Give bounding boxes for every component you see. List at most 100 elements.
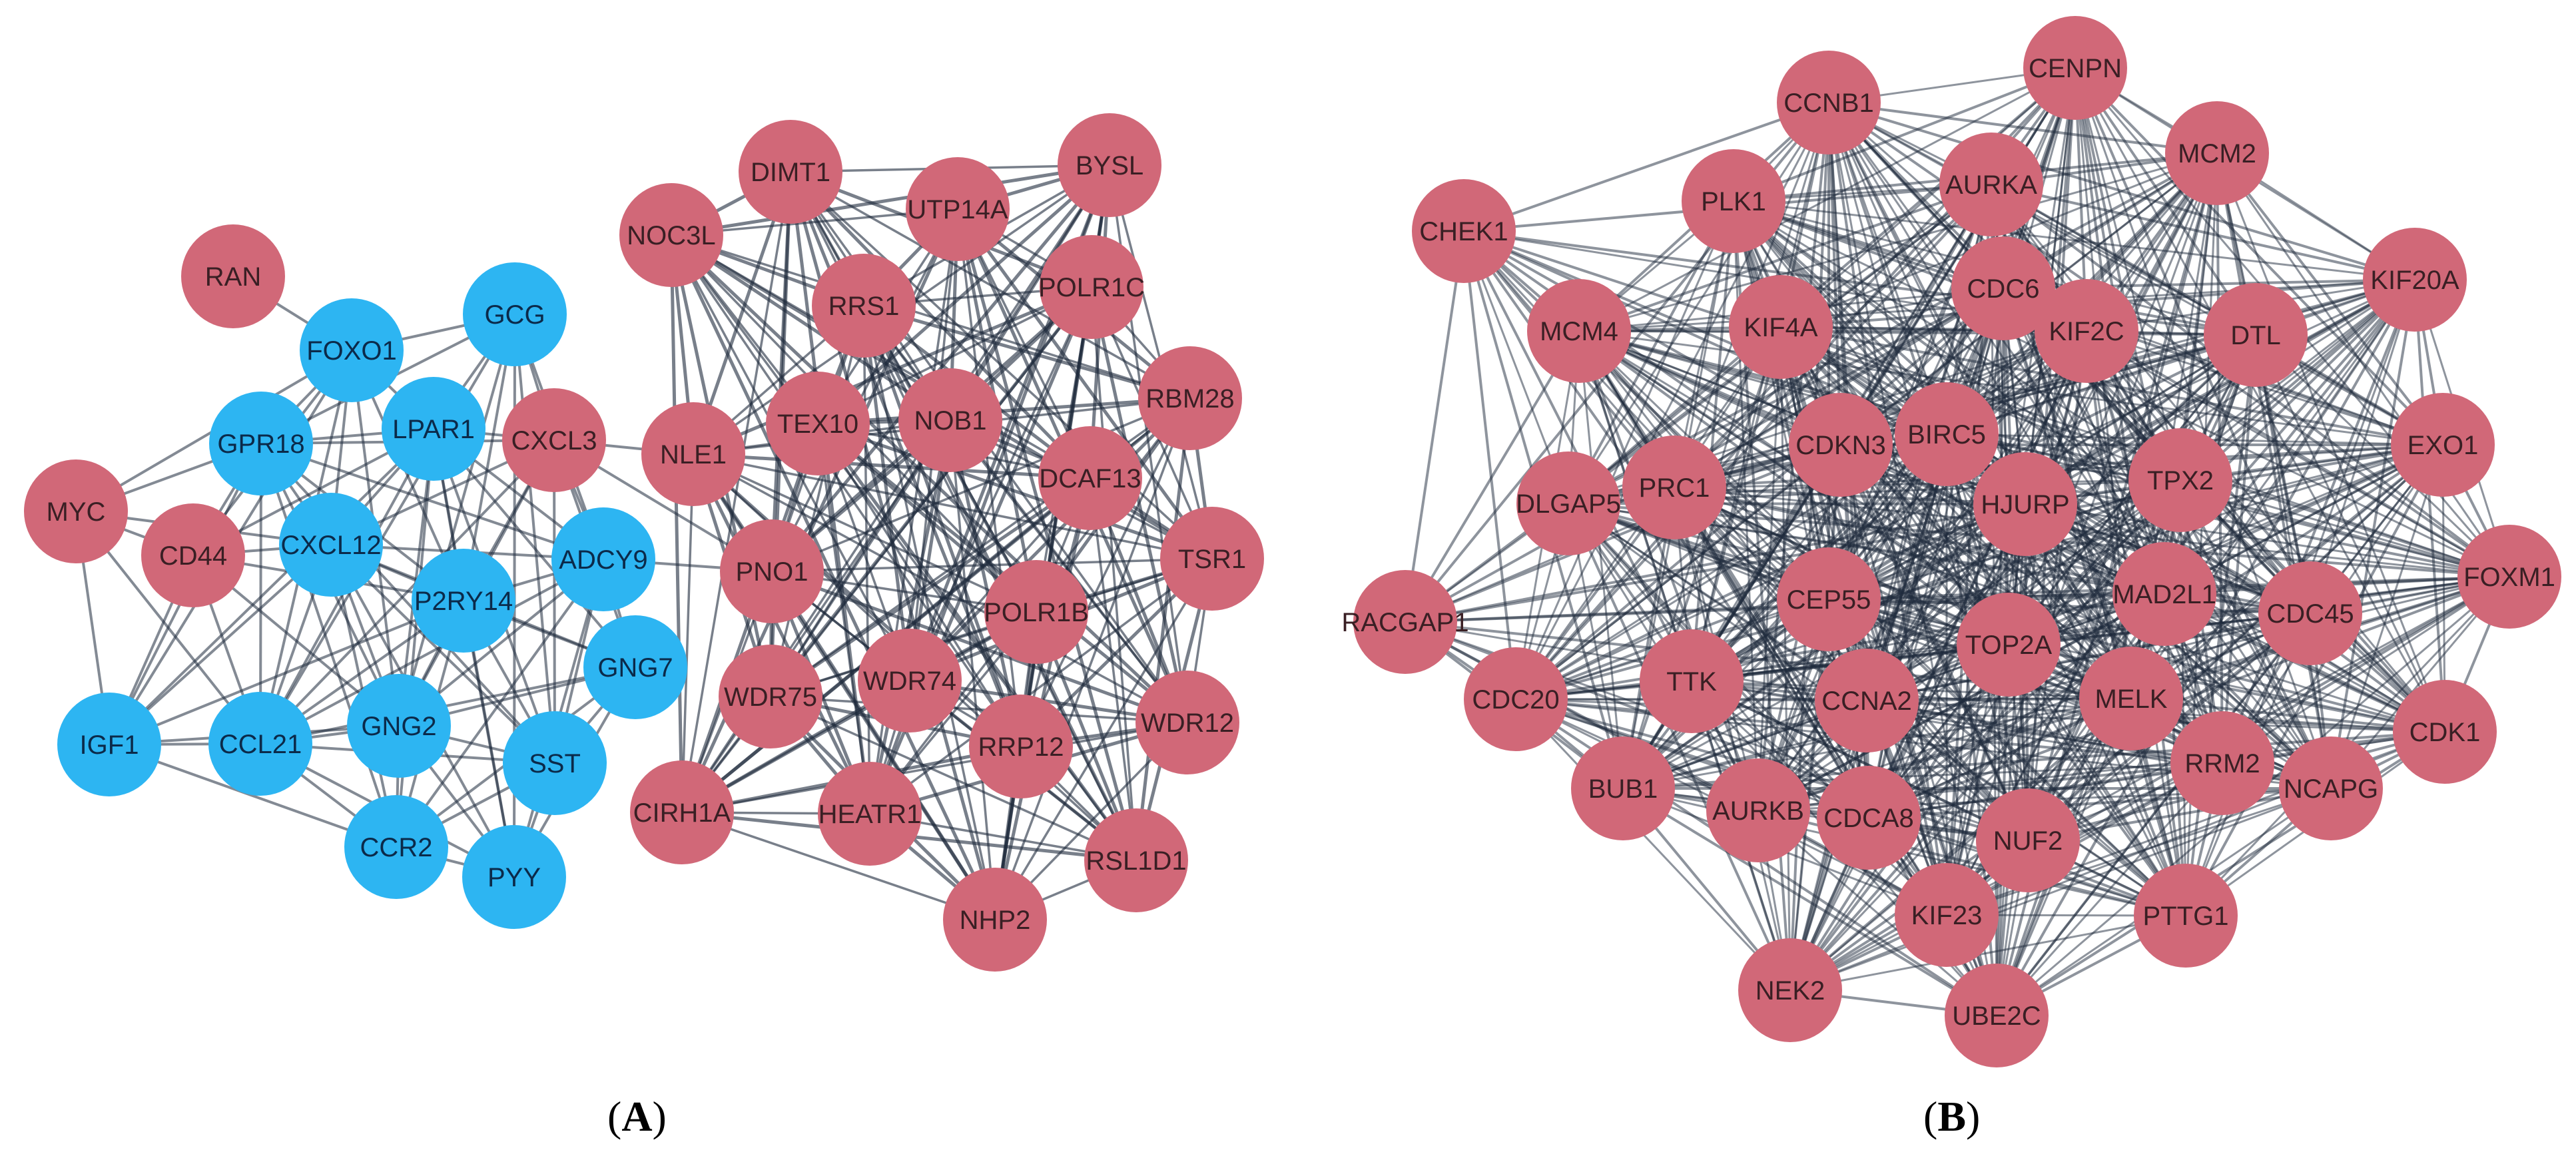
panel-b-caption-letter: B [1937, 1093, 1966, 1140]
edge-chek1-cdc20 [1462, 230, 1517, 700]
edge-kif20a-nuf2 [2027, 279, 2416, 841]
node-utp14a: UTP14A [906, 157, 1010, 261]
node-dtl: DTL [2204, 283, 2308, 387]
node-wdr75: WDR75 [719, 645, 822, 748]
node-circle [818, 762, 922, 866]
node-pyy: PYY [462, 825, 566, 929]
node-circle [1516, 451, 1620, 555]
node-label: CIRH1A [633, 798, 731, 828]
node-circle [739, 120, 842, 224]
node-label: SST [529, 749, 581, 778]
edge-utp14a-rsl1d1 [956, 208, 1138, 861]
node-label: CDKN3 [1795, 431, 1886, 460]
node-cd44: CD44 [141, 503, 245, 607]
node-label: TTK [1666, 667, 1717, 697]
edge-mad2l1-cdca8 [1867, 593, 2166, 819]
edge-plk1-tpx2 [1733, 200, 2181, 481]
edge-gpr18-adcy9 [260, 442, 604, 561]
node-rsl1d1: RSL1D1 [1084, 808, 1188, 912]
node-adcy9: ADCY9 [551, 507, 655, 611]
node-label: CDK1 [2410, 718, 2481, 747]
node-label: BUB1 [1588, 774, 1658, 804]
node-label: WDR75 [724, 683, 817, 712]
edge-cenpn-plk1 [1733, 67, 2076, 202]
node-circle [1729, 275, 1833, 379]
node-sst: SST [503, 711, 607, 815]
node-circle [641, 402, 745, 506]
edge-noc3l-rrp12 [670, 234, 1022, 747]
node-mcm2: MCM2 [2165, 101, 2269, 205]
edge-cdc45-ube2c [1995, 612, 2312, 1017]
node-wdr12: WDR12 [1135, 671, 1239, 774]
edge-nle1-polr1b [693, 453, 1037, 613]
panel-a-caption-letter: A [621, 1093, 653, 1140]
node-nek2: NEK2 [1738, 938, 1842, 1042]
edge-kif20a-cdk1 [2414, 279, 2446, 732]
node-foxo1: FOXO1 [300, 298, 404, 402]
edge-ncapg-nek2 [1789, 787, 2332, 992]
node-label: CDC6 [1967, 274, 2040, 304]
panel-b-caption: (B) [1923, 1093, 1981, 1140]
edge-noc3l-cirh1a [669, 234, 684, 813]
node-circle [1138, 346, 1242, 450]
edge-prc1-pttg1 [1673, 486, 2187, 917]
node-label: UBE2C [1952, 1002, 2041, 1031]
node-noc3l: NOC3L [619, 183, 723, 287]
node-prc1: PRC1 [1622, 436, 1726, 539]
node-gng2: GNG2 [347, 674, 451, 778]
node-circle [462, 825, 566, 929]
edge-ccnb1-chek1 [1463, 101, 1829, 232]
node-circle [2170, 711, 2274, 815]
edge-dtl-mcm4 [1578, 330, 2256, 336]
node-label: AURKB [1712, 796, 1804, 826]
node-label: DIMT1 [751, 158, 830, 187]
node-label: HEATR1 [818, 800, 922, 829]
edge-melk-cdk1 [2130, 697, 2445, 733]
edge-nle1-dcaf13 [693, 452, 1091, 480]
edge-hjurp-foxm1 [2025, 503, 2510, 578]
node-cdc6: CDC6 [1951, 236, 2055, 340]
node-circle [1945, 964, 2049, 1067]
node-chek1: CHEK1 [1412, 179, 1516, 283]
edge-rbm28-rsl1d1 [1134, 398, 1192, 861]
node-label: CDC20 [1472, 685, 1559, 715]
node-kif2c: KIF2C [2035, 279, 2138, 383]
edge-pttg1-nek2 [1789, 914, 2186, 992]
edge-cxcl3-sst [553, 439, 556, 764]
node-circle [1951, 236, 2055, 340]
node-ran: RAN [181, 224, 285, 328]
edge-plk1-dlgap5 [1567, 200, 1735, 504]
edge-cxcl12-sst [330, 543, 556, 764]
panel-b-nodes: CENPNCCNB1MCM2AURKAPLK1CHEK1KIF20ACDC6KI… [1341, 16, 2561, 1067]
node-top2a: TOP2A [1957, 593, 2061, 697]
node-circle [1622, 436, 1726, 539]
edge-polr1c-rsl1d1 [1090, 286, 1137, 861]
node-circle [209, 392, 313, 495]
edge-dcaf13-wdr75 [769, 476, 1092, 699]
node-circle [1706, 758, 1810, 862]
node-circle [2112, 542, 2216, 646]
node-circle [181, 224, 285, 328]
node-circle [2204, 283, 2308, 387]
node-gng7: GNG7 [583, 615, 687, 719]
edge-plk1-ttk [1690, 200, 1735, 682]
edge-p2ry14-igf1 [109, 599, 464, 746]
node-label: POLR1C [1038, 273, 1145, 302]
edge-prc1-cdk1 [1674, 486, 2445, 733]
edge-tpx2-ccna2 [1866, 479, 2181, 702]
edge-adcy9-ccr2 [395, 558, 605, 848]
node-rbm28: RBM28 [1138, 346, 1242, 450]
node-label: NLE1 [660, 440, 727, 469]
node-label: WDR74 [863, 667, 956, 696]
edge-foxm1-rrm2 [2222, 575, 2510, 764]
node-label: CEP55 [1787, 585, 1871, 615]
node-circle [24, 459, 128, 563]
edge-cirh1a-nhp2 [681, 811, 996, 921]
edge-tsr1-heatr1 [868, 557, 1213, 815]
edge-exo1-pttg1 [2184, 444, 2444, 916]
node-tex10: TEX10 [766, 372, 870, 475]
edge-kif2c-aurkb [1757, 330, 2088, 811]
edge-chek1-racgap1 [1404, 230, 1465, 623]
edge-cdc6-cdc20 [1514, 287, 2005, 701]
